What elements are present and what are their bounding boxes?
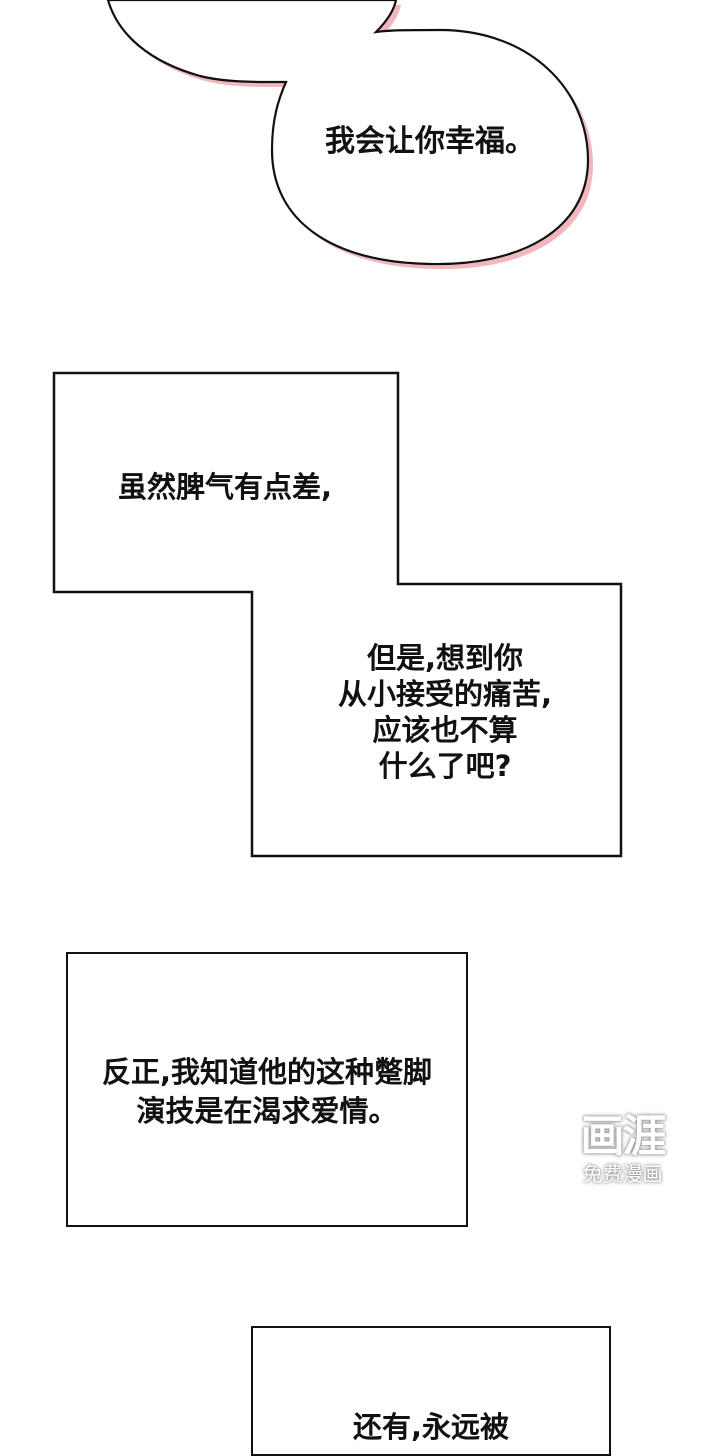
stepped-narration-panel — [52, 371, 623, 858]
watermark-subtitle: 免费漫画 — [582, 1162, 663, 1186]
narration-text-3: 反正,我知道他的这种蹩脚 演技是在渴求爱情。 — [101, 1055, 433, 1128]
speech-bubble — [106, 0, 593, 270]
narration-text-4: 还有,永远被 — [352, 1410, 510, 1444]
narration-box-4 — [251, 1326, 611, 1456]
watermark: 画涯 免费漫画 — [560, 1111, 685, 1187]
panel-outline — [52, 371, 623, 858]
bubble-outline — [106, 0, 590, 266]
speech-bubble-text: 我会让你幸福。 — [325, 124, 535, 159]
watermark-logo: 画涯 — [580, 1111, 667, 1162]
narration-text-2: 但是,想到你 从小接受的痛苦, 应该也不算 什么了吧? — [337, 641, 553, 783]
narration-box-3 — [66, 952, 468, 1227]
narration-text-1: 虽然脾气有点差, — [117, 470, 333, 504]
